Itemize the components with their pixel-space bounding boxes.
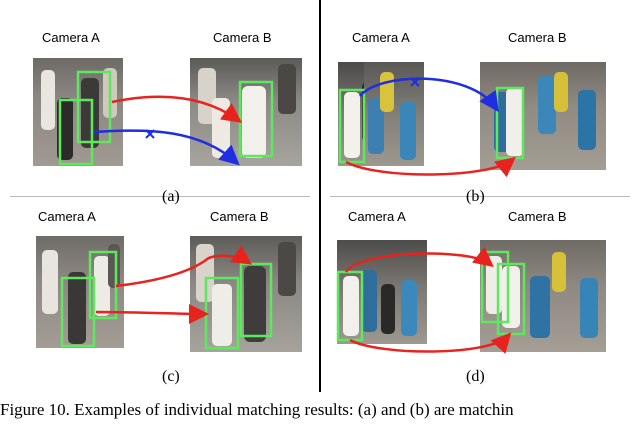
panel-a-cross-icon xyxy=(145,129,155,139)
panel-b-match-arrow xyxy=(345,156,516,178)
panel-d-box-camera-b-1 xyxy=(480,250,510,324)
panel-c-match-arrow-2 xyxy=(95,303,209,324)
panel-b-boxes xyxy=(338,86,525,164)
panel-b-camera-a-label: Camera A xyxy=(352,30,410,45)
panel-c-box-camera-b-2 xyxy=(239,262,273,338)
panel-a-mismatch-arrow xyxy=(93,129,240,166)
horizontal-divider-left xyxy=(10,196,310,197)
panel-c-box-camera-a-1 xyxy=(60,276,96,348)
figure-caption: Figure 10. Examples of individual matchi… xyxy=(0,400,514,419)
panel-a-box-camera-a-1 xyxy=(58,98,94,166)
panel-d-box-camera-a xyxy=(336,270,364,342)
panel-c-camera-b-label: Camera B xyxy=(210,209,269,224)
panel-d-match-arrow-1 xyxy=(344,246,494,273)
panel-d-camera-b-label: Camera B xyxy=(508,209,567,224)
panel-a-boxes xyxy=(58,70,274,166)
panel-b-label: (b) xyxy=(466,188,485,205)
panel-d-box-camera-b-2 xyxy=(496,262,526,336)
panel-b-camera-b-label: Camera B xyxy=(508,30,567,45)
panel-b-box-camera-b xyxy=(495,86,525,160)
panel-d-boxes xyxy=(336,250,526,342)
panel-b-camera-b-photo xyxy=(480,62,606,170)
vertical-divider xyxy=(319,0,321,392)
panel-b-cross-icon xyxy=(410,77,420,87)
panel-a-camera-b-photo xyxy=(190,58,302,166)
panel-c-label: (c) xyxy=(162,368,180,385)
panel-a-camera-a-label: Camera A xyxy=(42,30,100,45)
panel-d-camera-a-label: Camera A xyxy=(348,209,406,224)
panel-d-match-arrow-2 xyxy=(349,332,512,354)
panel-a-camera-b-label: Camera B xyxy=(213,30,272,45)
panel-b-mismatch-arrow xyxy=(359,77,499,113)
panel-c-match-arrow-1 xyxy=(115,245,253,288)
panel-c-box-camera-b-1 xyxy=(204,276,240,350)
panel-c-camera-a-photo xyxy=(36,236,124,348)
panel-d-label: (d) xyxy=(466,368,485,385)
panel-c-camera-a-label: Camera A xyxy=(38,209,96,224)
panel-a-box-camera-a-2 xyxy=(76,70,112,144)
horizontal-divider-right xyxy=(330,196,630,197)
panel-a-label: (a) xyxy=(162,188,180,205)
panel-a-match-arrow xyxy=(111,95,243,123)
panel-b-camera-a-photo-2 xyxy=(364,62,424,166)
panel-a-box-camera-b xyxy=(238,80,274,158)
panel-c-boxes xyxy=(60,250,273,350)
panel-b-box-camera-a xyxy=(338,88,366,164)
